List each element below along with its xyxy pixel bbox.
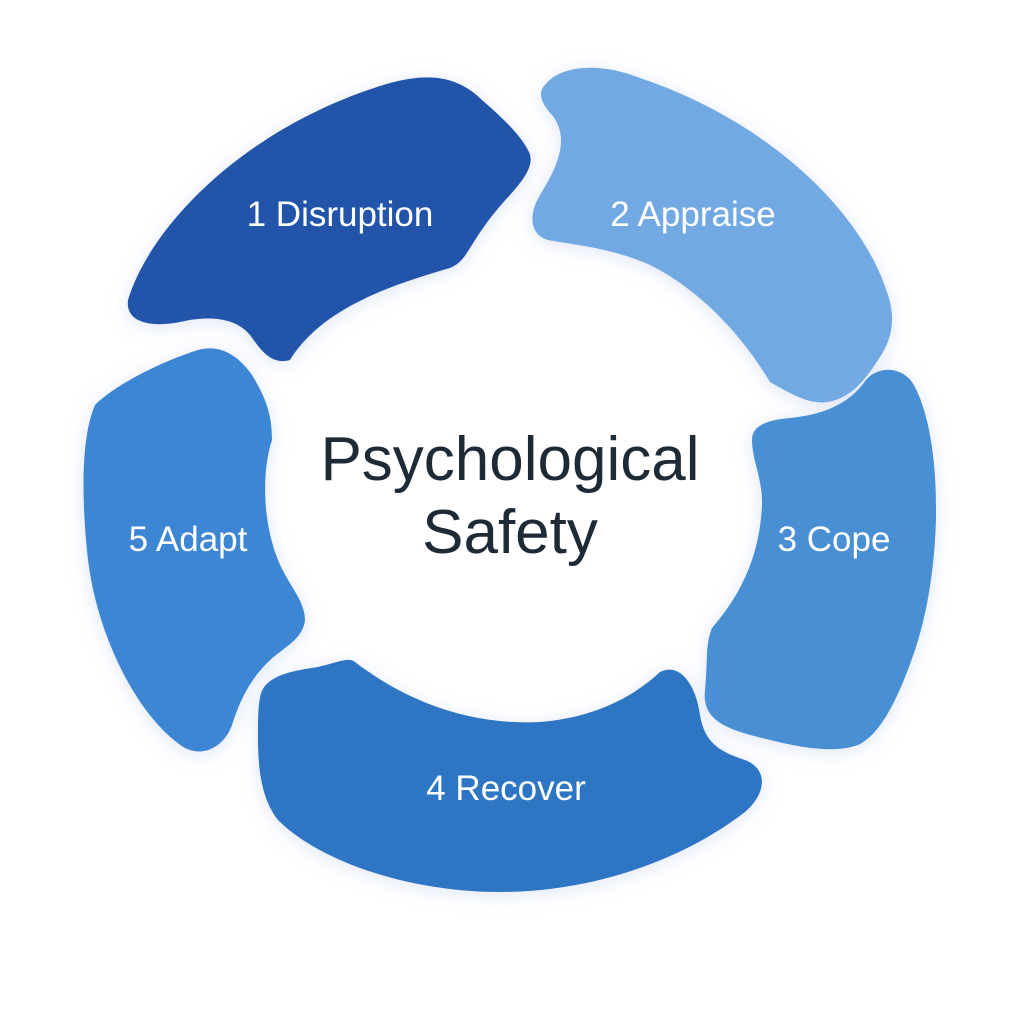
step-label-appraise: 2 Appraise	[610, 195, 775, 234]
center-title-line-2: Safety	[422, 498, 598, 567]
step-label-cope: 3 Cope	[778, 520, 891, 559]
step-cope: 3 Cope	[704, 369, 937, 750]
step-appraise: 2 Appraise	[532, 67, 893, 403]
step-label-adapt: 5 Adapt	[129, 520, 248, 559]
center-title-line-1: Psychological	[320, 425, 699, 494]
center-title: Psychological Safety	[320, 425, 699, 567]
step-label-disruption: 1 Disruption	[247, 195, 434, 234]
segment-adapt-shape	[83, 348, 305, 752]
segment-cope-shape	[704, 369, 937, 750]
step-recover: 4 Recover	[258, 659, 762, 892]
segment-disruption-shape	[127, 77, 531, 362]
step-adapt: 5 Adapt	[83, 348, 305, 752]
step-label-recover: 4 Recover	[426, 769, 586, 808]
segment-appraise-shape	[532, 67, 893, 403]
step-disruption: 1 Disruption	[127, 77, 531, 362]
segment-recover-shape	[258, 659, 762, 892]
